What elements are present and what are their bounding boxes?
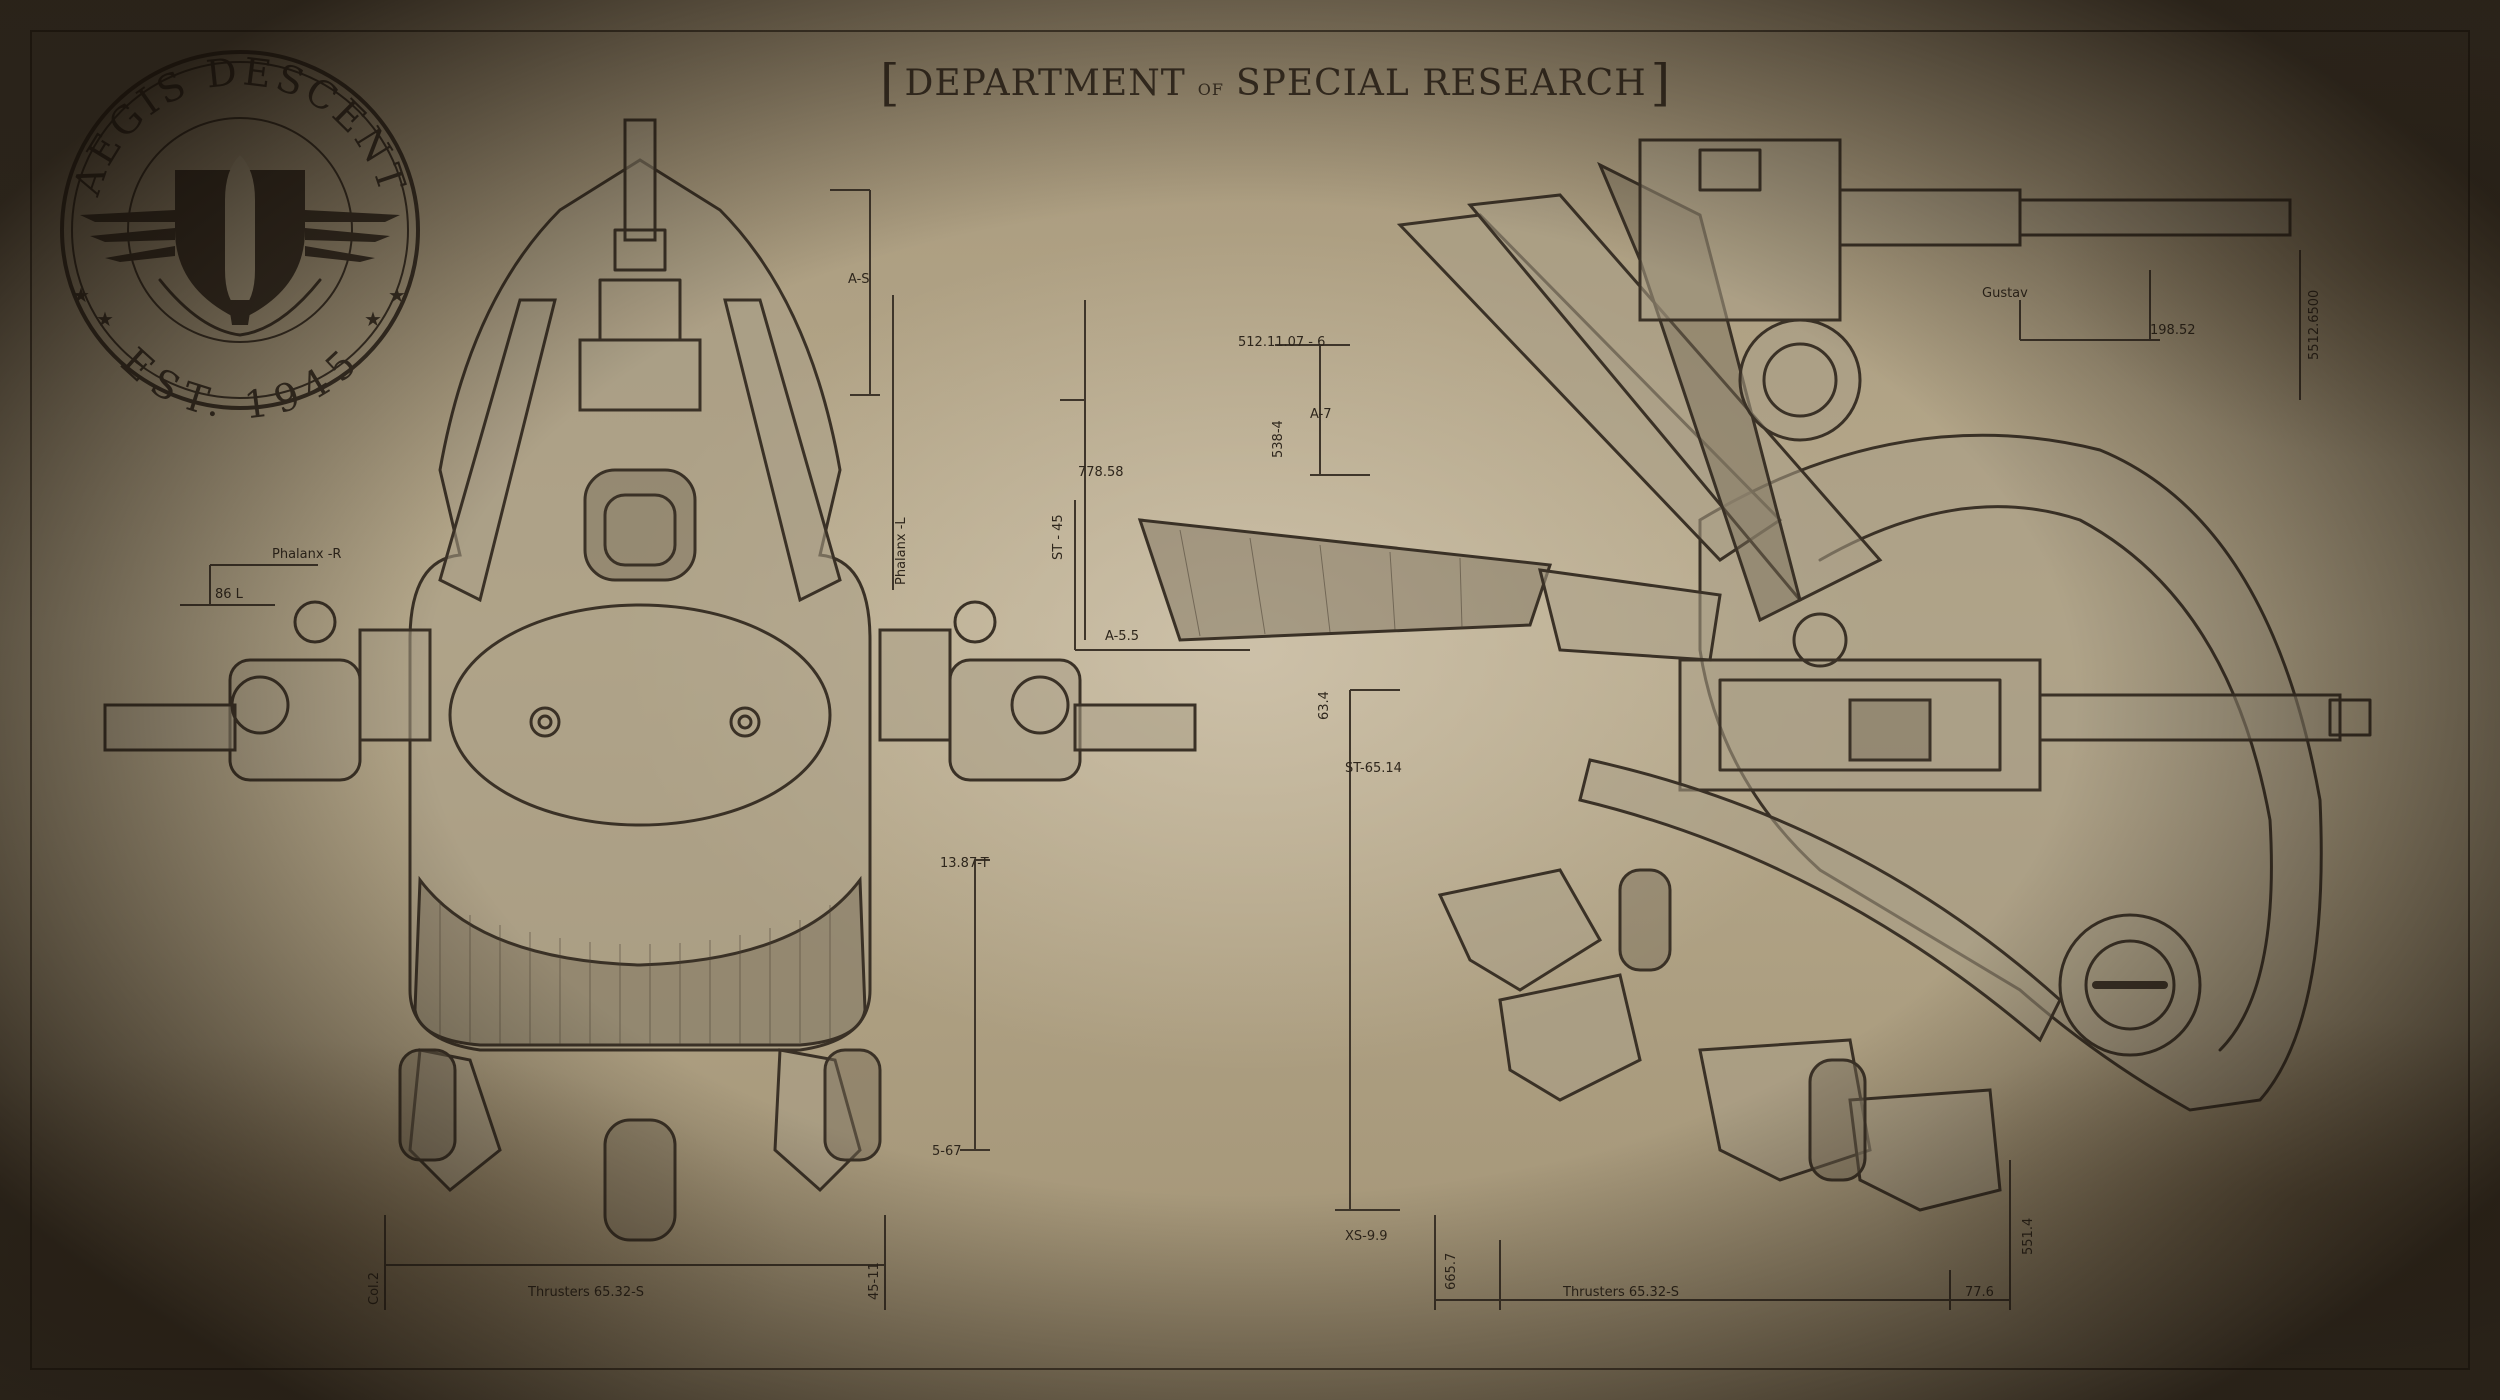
label-a7: A-7 xyxy=(1310,407,1332,422)
label-5512-6500: 5512.6500 xyxy=(2307,290,2322,360)
label-phalanx-l: Phalanx -L xyxy=(894,517,909,585)
label-778-58: 778.58 xyxy=(1078,465,1124,480)
label-63-4: 63.4 xyxy=(1317,691,1332,720)
phalanx-r-turret xyxy=(103,600,432,782)
rear-thrusters xyxy=(398,1048,882,1242)
aegis-descent-emblem: AEGIS DESCENT EST. 1945 ★★ ★★ xyxy=(60,49,420,427)
svg-text:★: ★ xyxy=(388,283,406,307)
side-view-vehicle xyxy=(1137,138,2372,1212)
label-45-11: 45-11 xyxy=(867,1262,882,1300)
svg-text:★: ★ xyxy=(364,307,382,331)
label-5-67: 5-67 xyxy=(932,1144,962,1159)
label-gustav: Gustav xyxy=(1982,286,2028,301)
phalanx-l-turret xyxy=(878,600,1197,782)
svg-text:★: ★ xyxy=(72,283,90,307)
label-thrusters-side: Thrusters 65.32-S xyxy=(1562,1285,1679,1300)
label-a-s: A-S xyxy=(848,272,870,287)
svg-text:★: ★ xyxy=(96,307,114,331)
label-13-87-t: 13.87-T xyxy=(940,856,989,871)
label-phalanx-r: Phalanx -R xyxy=(272,547,341,562)
label-thrusters-top: Thrusters 65.32-S xyxy=(527,1285,644,1300)
label-col2: Col.2 xyxy=(367,1272,382,1305)
label-77-6: 77.6 xyxy=(1965,1285,1994,1300)
label-a-5-5: A-5.5 xyxy=(1105,629,1139,644)
label-665-7: 665.7 xyxy=(1444,1253,1459,1290)
label-st-65-14: ST-65.14 xyxy=(1345,761,1402,776)
label-538-4: 538-4 xyxy=(1271,420,1286,458)
label-86l: 86 L xyxy=(215,587,244,602)
label-512-11-07: 512.11.07 - 6 xyxy=(1238,335,1325,350)
label-xs-9-9: XS-9.9 xyxy=(1345,1229,1388,1244)
label-st45: ST - 45 xyxy=(1051,514,1066,560)
label-198-52: 198.52 xyxy=(2150,323,2196,338)
label-551-4: 551.4 xyxy=(2021,1218,2036,1255)
